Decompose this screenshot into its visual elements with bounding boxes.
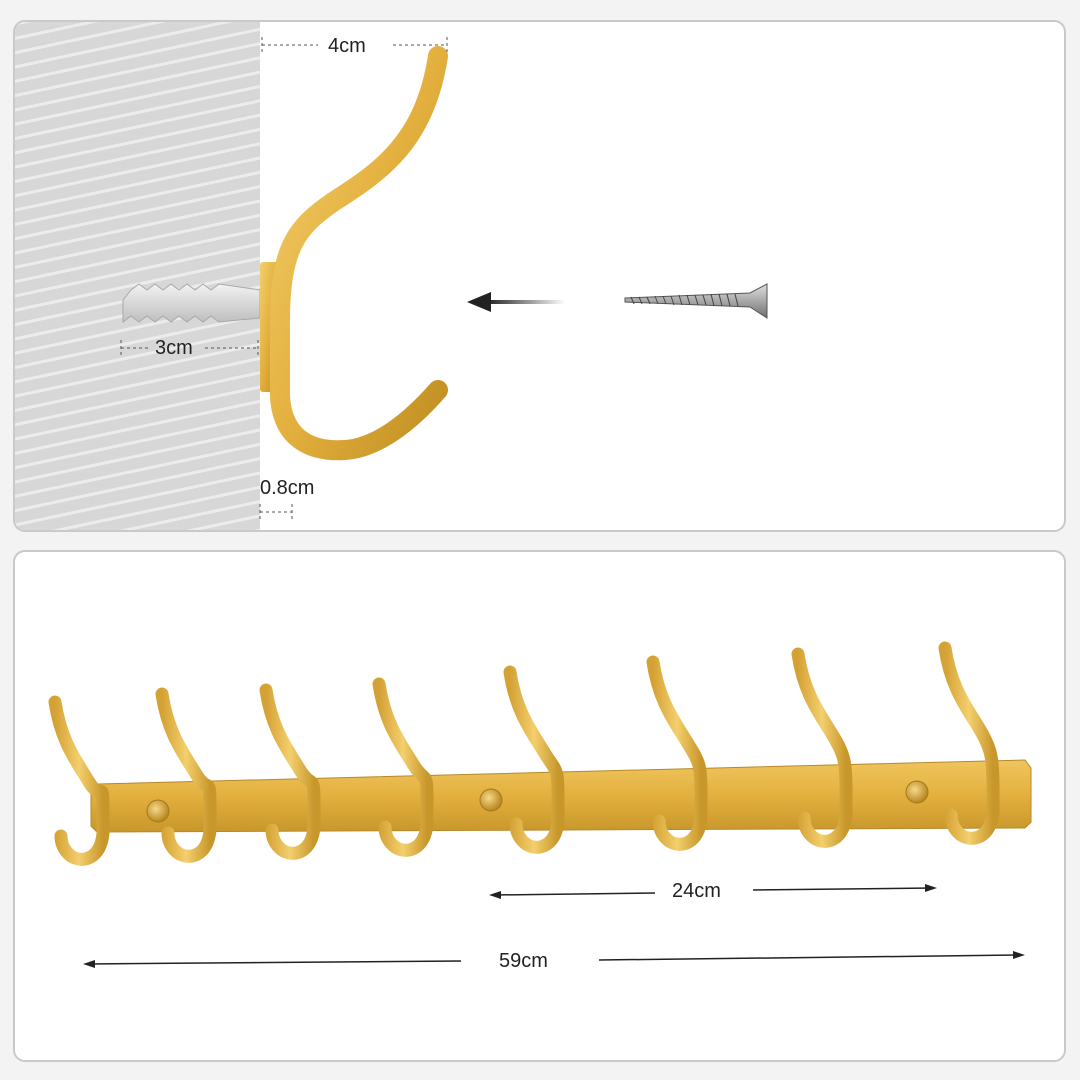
hooks-group xyxy=(48,641,1000,866)
screw-spacing-arrow xyxy=(489,884,937,899)
hook-depth-label: 4cm xyxy=(328,35,366,57)
total-length-label: 59cm xyxy=(499,950,548,972)
mounting-screw-2 xyxy=(479,788,503,812)
hook-8 xyxy=(938,641,1000,845)
product-dimensions-panel: 24cm 59cm xyxy=(13,550,1066,1062)
hook-4 xyxy=(372,677,434,857)
mounting-screw-1 xyxy=(146,799,170,823)
hook-7 xyxy=(791,647,853,848)
direction-arrow xyxy=(467,292,565,312)
screw xyxy=(624,283,768,319)
hook-3 xyxy=(259,683,321,860)
total-length-arrow xyxy=(83,951,1025,968)
hook-2 xyxy=(155,687,217,863)
installation-diagram-panel: 4cm 3cm 0.8cm xyxy=(13,20,1066,532)
wall-section xyxy=(15,22,260,530)
hook-1 xyxy=(48,695,110,866)
hook-rack-diagram xyxy=(48,641,1032,968)
installation-diagram xyxy=(15,22,768,530)
mounting-screw-3 xyxy=(905,780,929,804)
hook-5 xyxy=(503,665,565,854)
hook-side-profile xyxy=(270,46,448,461)
screws-group xyxy=(146,780,929,823)
anchor-length-label: 3cm xyxy=(155,337,193,359)
screw-spacing-label: 24cm xyxy=(672,880,721,902)
base-thickness-label: 0.8cm xyxy=(260,477,315,499)
hook-6 xyxy=(646,655,708,851)
dimension-guides xyxy=(120,37,448,520)
wall-anchor xyxy=(122,283,261,323)
